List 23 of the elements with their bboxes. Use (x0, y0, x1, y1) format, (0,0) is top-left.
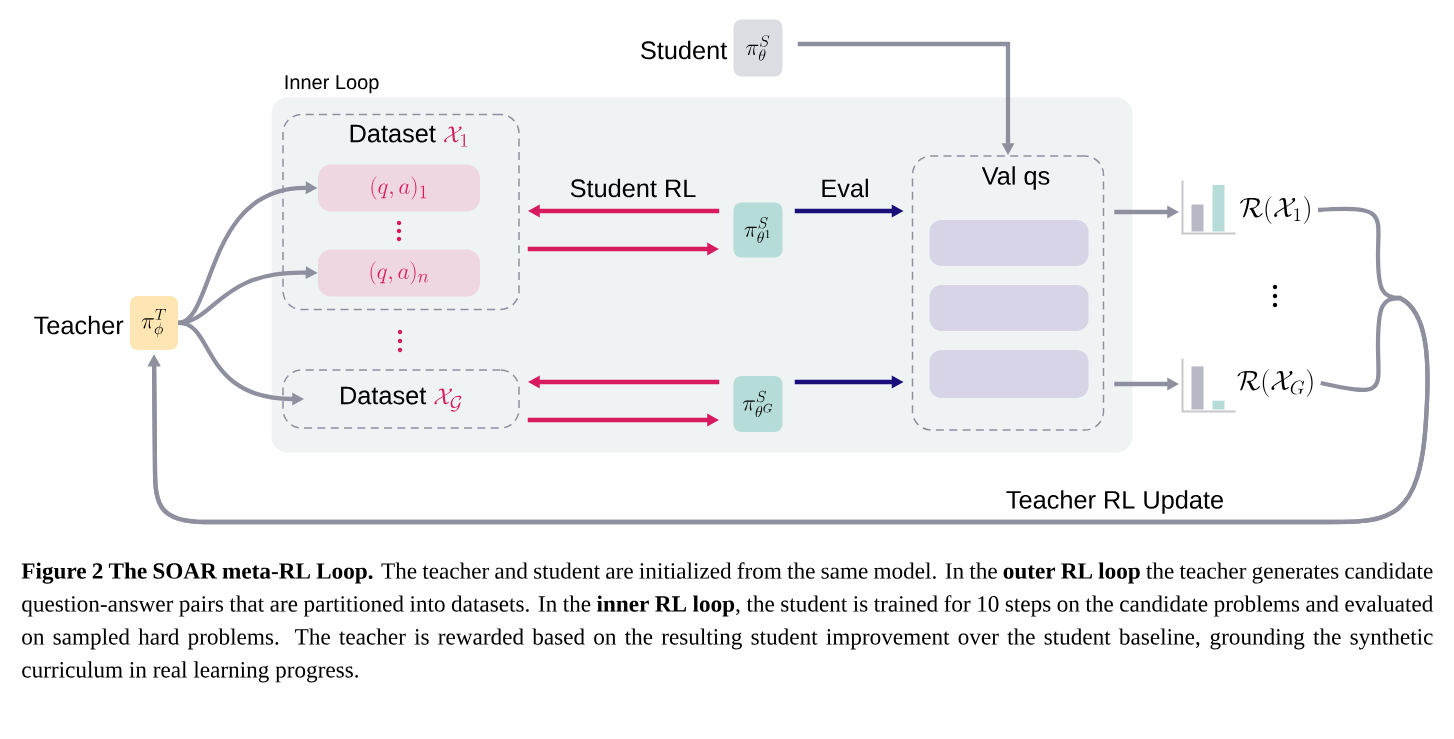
policy-box: $\pi_{\theta^{G}}^{S}$ (733, 376, 783, 432)
policy-name: Student (641, 40, 728, 60)
reward-label: $\mathcal{R}(\mathcal{X}_{G})$ (1237, 369, 1313, 397)
caption: Figure 2 The SOAR meta-RL Loop. The teacher and student are initialized from the same model. In the outer RL loop the teacher generates candidate question-answer pairs that are partitioned into datasets. In the inner RL loop, the student is trained for 10 steps on the candidate problems and evaluated on sampled hard problems. The teacher is rewarded based on the resulting student improvement over the student baseline, grounding the synthetic curriculum in real learning progress. (21, 562, 1434, 683)
dashed-group-box: Val qs (911, 155, 1105, 431)
panel-heading: Inner Loop (285, 75, 379, 94)
question-slot (929, 350, 1089, 398)
policy-name: Teacher (34, 315, 124, 335)
arrow (147, 295, 1430, 525)
policy-box: $\pi_{\theta^{1}}^{S}$ (733, 202, 783, 258)
edge-label: Eval (822, 178, 868, 198)
bar-chart-icon (1181, 357, 1237, 413)
question-slot (929, 220, 1089, 266)
bar-chart-icon (1181, 179, 1237, 235)
policy-box: $\pi_{\theta}^{S}$ (733, 19, 783, 77)
edge-label: Student RL (570, 178, 696, 198)
pair-box: $(q, a)_{n}$ (318, 249, 480, 297)
edge-label: Teacher RL Update (1006, 490, 1223, 514)
policy-box: $\pi_{\phi}^{T}$ (130, 296, 178, 350)
pair-box: $(q, a)_{1}$ (318, 164, 480, 212)
reward-label: $\mathcal{R}(\mathcal{X}_{1})$ (1240, 196, 1310, 224)
question-slot (929, 285, 1089, 331)
dashed-group-box: Dataset $\mathcal{X}_{\mathcal{G}}$ (282, 369, 520, 429)
